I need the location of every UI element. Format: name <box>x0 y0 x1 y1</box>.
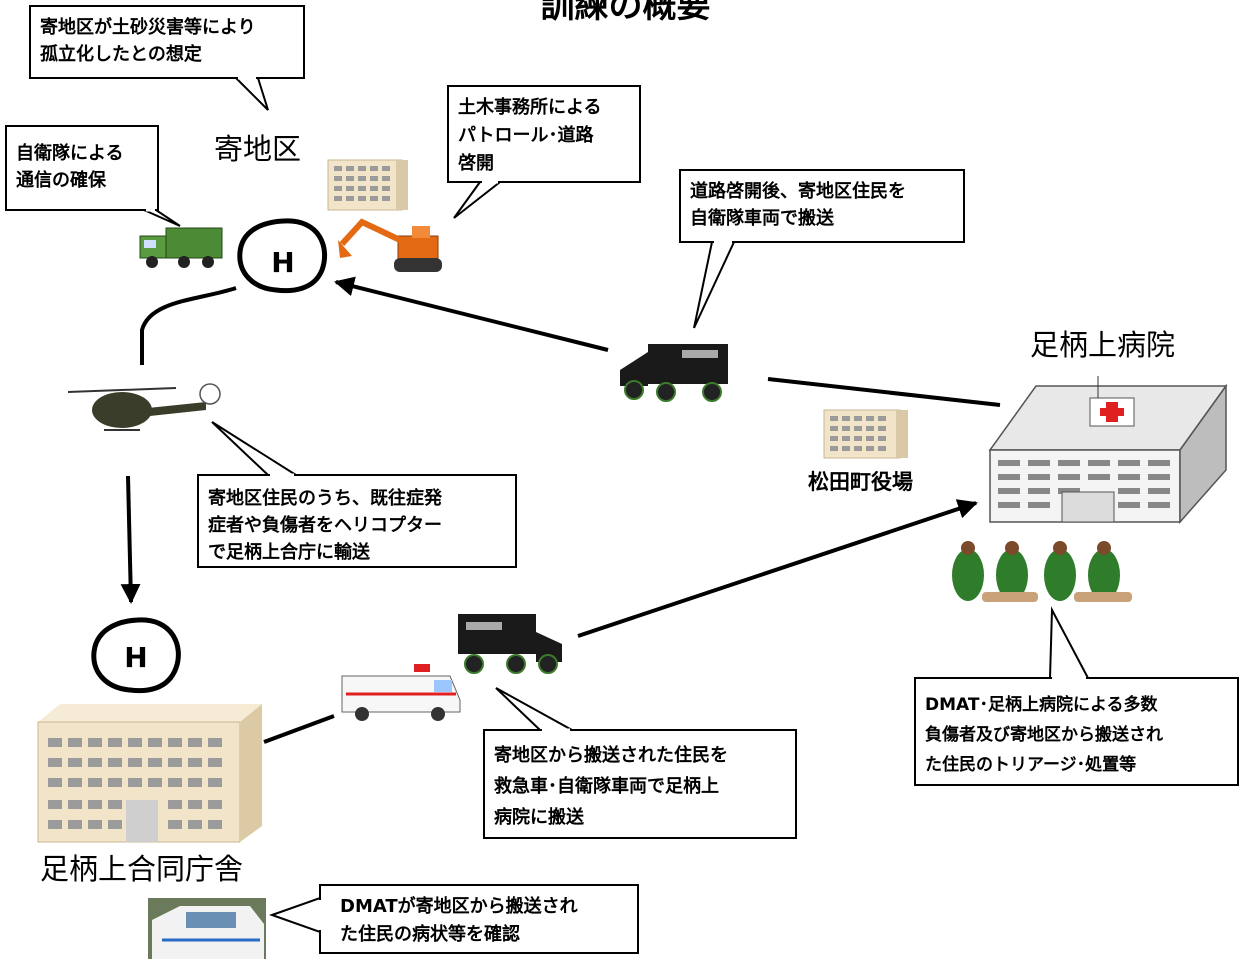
dmat-car-photo <box>148 898 266 959</box>
place-label-yorichi: 寄地区 <box>214 132 302 166</box>
military-truck-upper-icon <box>620 344 728 402</box>
callout-isolation-text: 寄地区が土砂災害等により 孤立化したとの想定 <box>40 17 256 65</box>
sdf-cargo-truck-icon <box>139 227 223 268</box>
excavator-icon <box>338 218 442 272</box>
flow-truck2-to-hospital <box>577 499 978 638</box>
medical-staff-icon <box>952 541 1132 602</box>
callout-ambulance-transport-shape <box>483 687 797 839</box>
callout-dmat-check-shape <box>269 884 639 954</box>
town-office-building-icon <box>823 409 908 459</box>
flow-gov-to-ambulance <box>263 714 335 744</box>
flow-h1-to-heli <box>140 286 237 365</box>
heliport-gov: H <box>91 617 181 694</box>
gov-building-icon <box>37 704 262 843</box>
callout-civil-patrol-text: 土木事務所による パトロール･道路 啓開 <box>458 97 602 174</box>
military-truck-lower-icon <box>458 614 562 674</box>
callout-ambulance-transport-text: 寄地区から搬送された住民を 救急車･自衛隊車両で足柄上 病院に搬送 <box>494 745 728 828</box>
place-label-town-office: 松田町役場 <box>808 470 913 494</box>
place-label-gov-building: 足柄上合同庁舎 <box>40 852 244 886</box>
helicopter-icon <box>67 383 221 431</box>
heliport-yorichi: H <box>237 218 328 294</box>
flow-heli-to-h2 <box>120 475 141 604</box>
callout-dmat-check-text: DMATが寄地区から搬送され た住民の病状等を確認 <box>340 896 578 945</box>
heliport-yorichi-label: H <box>271 246 294 279</box>
heliport-gov-label: H <box>124 641 147 674</box>
callout-sdf-comm-text: 自衛隊による 通信の確保 <box>16 143 124 191</box>
flow-truck-to-yorichi <box>334 276 609 352</box>
callout-heli-transport-text: 寄地区住民のうち、既往症発 症者や負傷者をヘリコプター で足柄上合庁に輸送 <box>208 488 442 563</box>
callout-sdf-comm-shape <box>5 125 181 227</box>
place-label-hospital: 足柄上病院 <box>1030 328 1176 362</box>
diagram-title: 訓練の概要 <box>540 0 711 26</box>
callout-triage-shape <box>914 606 1239 786</box>
hospital-building-icon <box>988 376 1228 524</box>
flow-lines <box>120 276 1001 744</box>
callout-triage-text: DMAT･足柄上病院による多数 負傷者及び寄地区から搬送され た住民のトリアージ… <box>925 695 1163 775</box>
office-building-yorichi-icon <box>327 159 408 211</box>
flow-truck-to-hospital <box>767 377 1001 407</box>
callout-isolation-shape <box>29 5 305 111</box>
callout-heli-transport-shape <box>197 421 517 568</box>
callout-civil-patrol-shape <box>447 85 641 219</box>
callout-road-transport-text: 道路啓開後、寄地区住民を 自衛隊車両で搬送 <box>690 181 906 229</box>
ambulance-icon <box>341 664 461 721</box>
callout-road-transport-shape <box>679 169 965 329</box>
